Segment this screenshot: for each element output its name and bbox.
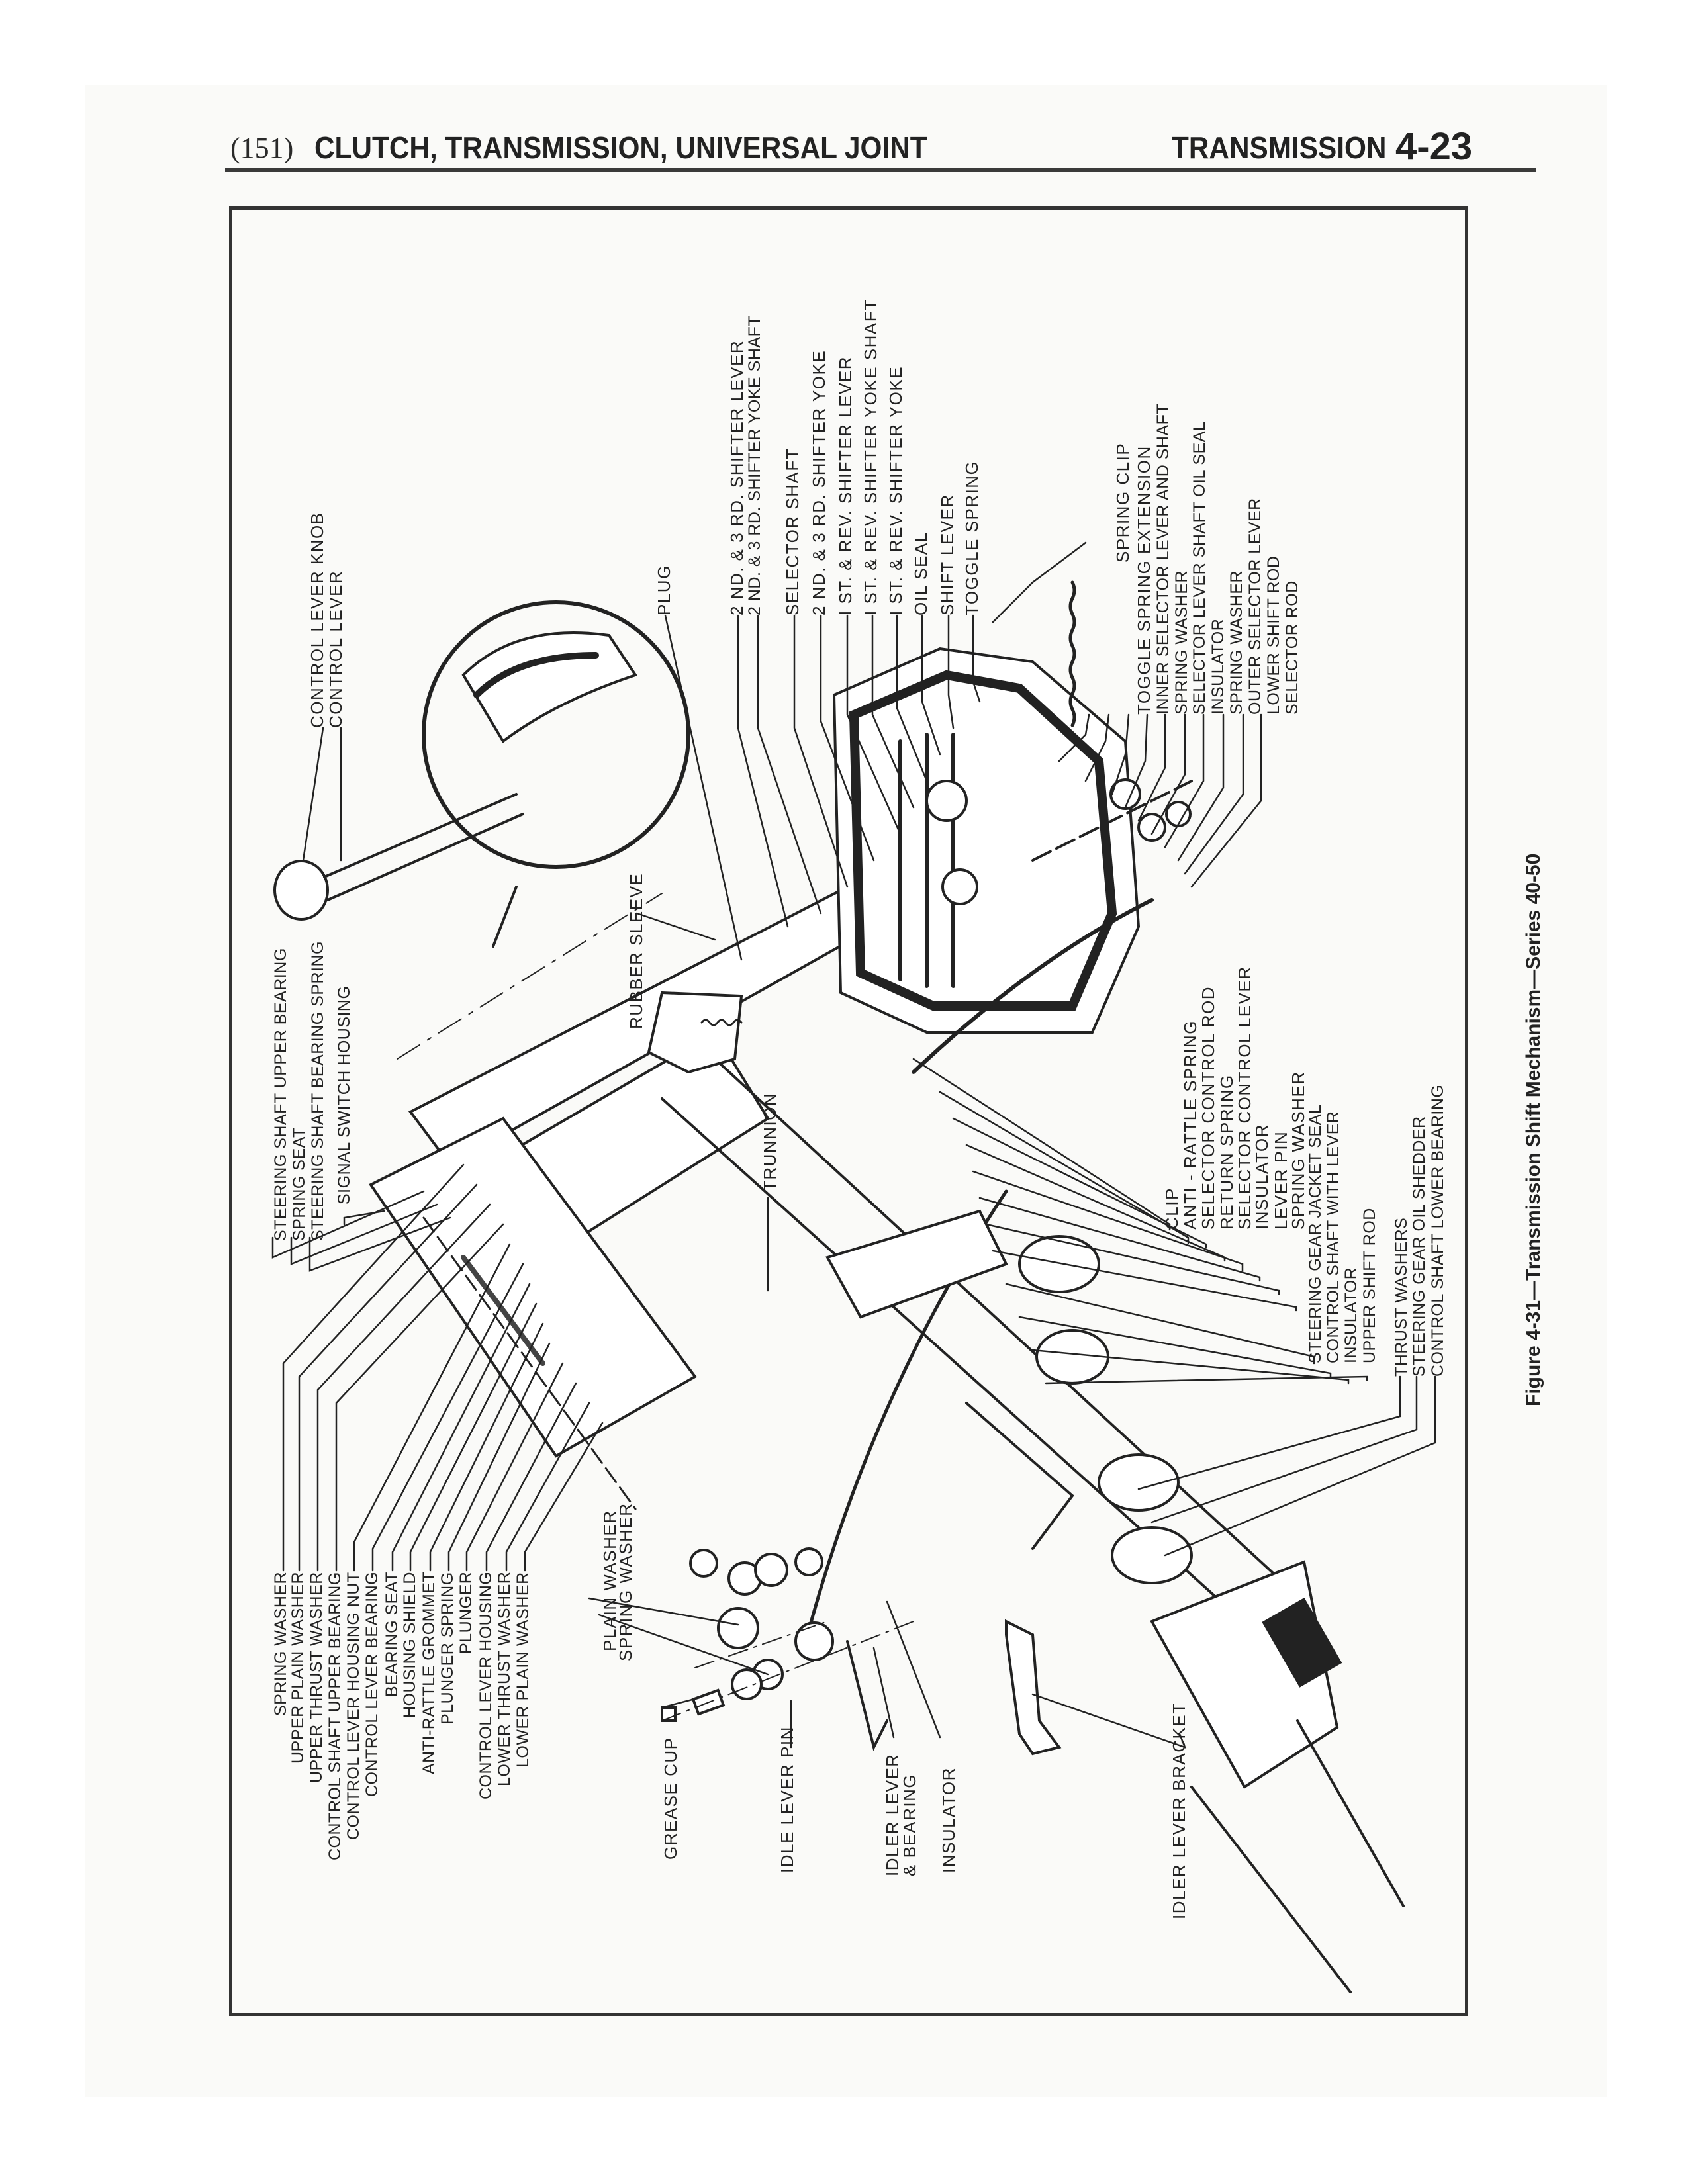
label-control-lever-knob: CONTROL LEVER KNOB <box>307 512 327 728</box>
label-trunnion: TRUNNION <box>760 1092 780 1191</box>
label-bottom-left-item: CONTROL LEVER HOUSING NUT <box>344 1572 363 1840</box>
label-bottom-left-item: LOWER PLAIN WASHER <box>514 1572 532 1768</box>
label-lower-shift-rod: LOWER SHIFT ROD <box>1264 555 1283 715</box>
label-bottom-left-item: CONTROL SHAFT UPPER BEARING <box>326 1572 344 1860</box>
idler-lever-parts <box>661 1547 1062 1756</box>
figure-caption: Figure 4-31—Transmission Shift Mechanism… <box>1523 853 1544 1406</box>
label-steering-gear-jacket-seal: STEERING GEAR JACKET SEAL <box>1306 1104 1325 1363</box>
label-outer-selector-lever: OUTER SELECTOR LEVER <box>1246 498 1264 715</box>
label-oil-seal: OIL SEAL <box>911 531 931 615</box>
label-bottom-left-item: CONTROL LEVER HOUSING <box>477 1572 495 1800</box>
label-idler-lever-bearing: IDLER LEVER & BEARING <box>882 1753 919 1876</box>
figure-frame <box>229 206 1468 2016</box>
label-return-spring: RETURN SPRING <box>1217 1074 1237 1230</box>
label-bottom-left-item: ANTI-RATTLE GROMMET <box>420 1572 438 1775</box>
label-2nd-3rd-shifter-yoke: 2 ND. & 3 RD. SHIFTER YOKE <box>809 349 829 615</box>
label-clip: CLIP <box>1162 1187 1182 1230</box>
label-bottom-left-item: CONTROL LEVER BEARING <box>363 1572 381 1797</box>
label-selector-rod: SELECTOR ROD <box>1283 580 1301 715</box>
knob-detail-circle <box>422 600 690 869</box>
label-anti-rattle-spring: ANTI - RATTLE SPRING <box>1180 1020 1200 1230</box>
leader-lines <box>271 541 1436 1749</box>
label-bottom-left-item: BEARING SEAT <box>383 1572 401 1697</box>
label-selector-lever-shaft-oil-seal: SELECTOR LEVER SHAFT OIL SEAL <box>1190 421 1209 715</box>
label-spring-washer-top: SPRING WASHER <box>1172 570 1191 715</box>
label-bottom-left-item: SPRING WASHER <box>271 1572 290 1717</box>
label-grease-cup: GREASE CUP <box>661 1737 680 1860</box>
label-spring-washer-top-2: SPRING WASHER <box>1227 570 1246 715</box>
page-number: 4-23 <box>1395 125 1473 168</box>
label-insulator-top: INSULATOR <box>1209 618 1227 715</box>
label-selector-control-lever: SELECTOR CONTROL LEVER <box>1235 966 1254 1230</box>
label-bottom-left-item: PLUNGER <box>457 1572 475 1655</box>
label-1st-rev-shifter-yoke: I ST. & REV. SHIFTER YOKE <box>886 365 906 615</box>
label-insulator-right-2: INSULATOR <box>1342 1267 1360 1363</box>
label-2nd-3rd-shifter-lever: 2 ND. & 3 RD. SHIFTER LEVER <box>727 340 747 615</box>
label-1st-rev-shifter-lever: I ST. & REV. SHIFTER LEVER <box>835 355 855 615</box>
label-bottom-left-item: LOWER THRUST WASHER <box>495 1572 514 1787</box>
label-bottom-left-item: PLUNGER SPRING <box>438 1572 457 1725</box>
label-spring-washer-right: SPRING WASHER <box>1288 1071 1308 1230</box>
label-bottom-left-item: HOUSING SHIELD <box>400 1572 419 1718</box>
label-control-lever: CONTROL LEVER <box>326 570 346 728</box>
label-signal-switch-housing: SIGNAL SWITCH HOUSING <box>335 985 353 1205</box>
label-steering-gear-oil-shedder: STEERING GEAR OIL SHEDDER <box>1410 1116 1429 1377</box>
label-selector-shaft: SELECTOR SHAFT <box>782 447 802 615</box>
label-toggle-spring-extension: TOGGLE SPRING EXTENSION <box>1134 445 1154 715</box>
label-spring-seat: SPRING SEAT <box>290 1127 308 1241</box>
header-rule <box>225 168 1536 172</box>
chapter-title: TRANSMISSION <box>1172 130 1387 165</box>
label-spring-washer-bottom: SPRING WASHER <box>616 1502 635 1661</box>
label-2nd-3rd-shifter-yoke-shaft: 2 ND. & 3 RD. SHIFTER YOKE SHAFT <box>745 315 764 615</box>
label-control-shaft-with-lever: CONTROL SHAFT WITH LEVER <box>1324 1111 1342 1363</box>
label-bottom-left-item: UPPER PLAIN WASHER <box>289 1572 307 1764</box>
label-insulator-bottom: INSULATOR <box>939 1767 959 1873</box>
label-selector-control-rod: SELECTOR CONTROL ROD <box>1198 985 1218 1230</box>
label-spring-clip: SPRING CLIP <box>1113 442 1133 563</box>
label-steering-shaft-upper-bearing: STEERING SHAFT UPPER BEARING <box>271 948 290 1241</box>
label-plug: PLUG <box>654 565 674 615</box>
label-idler-lever-bracket: IDLER LEVER BRACKET <box>1169 1702 1189 1919</box>
label-thrust-washers: THRUST WASHERS <box>1392 1217 1411 1377</box>
label-lever-pin: LEVER PIN <box>1271 1130 1291 1230</box>
scanned-page <box>85 85 1607 2097</box>
label-bottom-left-item: UPPER THRUST WASHER <box>307 1572 326 1783</box>
page-reference: (151) <box>230 132 294 164</box>
label-1st-rev-shifter-yoke-shaft: I ST. & REV. SHIFTER YOKE SHAFT <box>861 298 880 616</box>
label-idle-lever-pin: IDLE LEVER PIN <box>777 1726 797 1873</box>
label-inner-selector-lever-and-shaft: INNER SELECTOR LEVER AND SHAFT <box>1154 403 1172 715</box>
label-upper-shift-rod: UPPER SHIFT ROD <box>1360 1208 1379 1363</box>
lever-knob <box>273 860 329 921</box>
section-title: CLUTCH, TRANSMISSION, UNIVERSAL JOINT <box>314 130 927 165</box>
label-steering-shaft-bearing-spring: STEERING SHAFT BEARING SPRING <box>308 940 327 1241</box>
label-insulator-right: INSULATOR <box>1252 1124 1272 1230</box>
label-rubber-sleeve: RUBBER SLEEVE <box>626 872 646 1029</box>
label-shift-lever: SHIFT LEVER <box>937 494 957 615</box>
label-control-shaft-lower-bearing: CONTROL SHAFT LOWER BEARING <box>1429 1084 1447 1377</box>
label-toggle-spring: TOGGLE SPRING <box>962 460 982 615</box>
